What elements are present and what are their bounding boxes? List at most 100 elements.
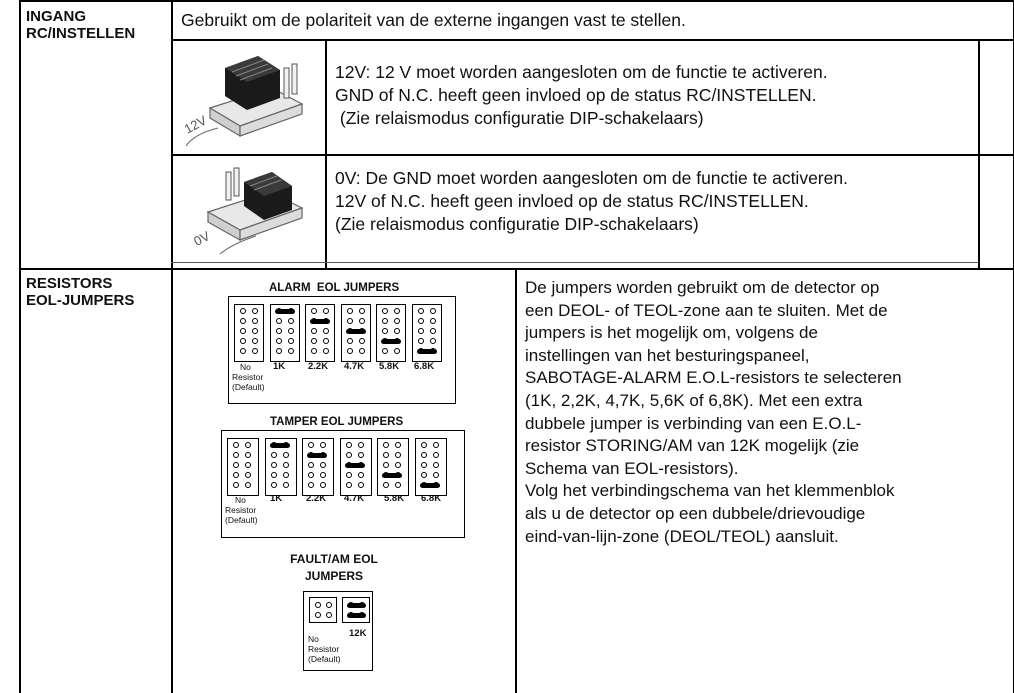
jumper-pin — [382, 308, 388, 314]
jumper-pin — [311, 328, 317, 334]
alarm-label-2-2k: 2.2K — [308, 361, 329, 372]
jumper-pin — [282, 452, 289, 458]
option-12v-line-3: (Zie relaismodus configuratie DIP-schake… — [335, 108, 704, 128]
no-line-1: No — [308, 634, 319, 644]
jumper-pin — [429, 308, 436, 314]
jumper-pin — [432, 442, 439, 448]
alarm-label-4-7k: 4.7K — [344, 361, 365, 372]
jumper-pin — [346, 348, 353, 354]
option-12v-line-1: 12V: 12 V moet worden aangesloten om de … — [335, 62, 828, 82]
jumper-pin — [420, 462, 427, 468]
no-line-2: Resistor — [232, 372, 264, 382]
jumper-shorting-bar — [382, 472, 402, 478]
jumper-pin — [432, 452, 439, 458]
jumper-pin — [432, 472, 439, 478]
no-line-1: No — [240, 362, 251, 372]
jumper-pin — [346, 308, 353, 314]
jumper-shorting-bar — [310, 318, 330, 324]
option-0v-line-1: 0V: De GND moet worden aangesloten om de… — [335, 168, 848, 188]
desc-line: De jumpers worden gebruikt om de detecto… — [525, 278, 880, 297]
jumper-shorting-bar — [345, 328, 366, 334]
desc-line: resistor STORING/AM van 12K mogelijk (zi… — [525, 436, 860, 456]
ingang-intro: Gebruikt om de polariteit van de externe… — [181, 9, 686, 32]
jumper-pin — [383, 462, 389, 468]
desc-line: eind-van-lijn-zone (DEOL/TEOL) aansluit. — [525, 526, 839, 546]
jumper-block — [269, 304, 300, 362]
tamper-label-5-8k: 5.8K — [384, 493, 405, 504]
jumper-pin — [320, 472, 326, 478]
jumper-shorting-bar — [419, 482, 440, 488]
jumper-pin — [395, 482, 401, 488]
jumper-pin — [252, 338, 258, 344]
jumper-pin — [240, 308, 246, 314]
header-line-2: EOL-JUMPERS — [26, 292, 135, 309]
no-line-3: (Default) — [225, 515, 258, 525]
jumper-pin — [394, 348, 400, 354]
resistors-description: De jumpers worden gebruikt om de detecto… — [525, 277, 902, 548]
jumper-block — [309, 597, 337, 623]
jumper-pin — [240, 328, 246, 334]
jumper-pin — [233, 442, 239, 448]
jumper-pin — [345, 472, 352, 478]
alarm-label-5-8k: 5.8K — [379, 361, 400, 372]
fault-eol-title: FAULT/AM EOL JUMPERS — [284, 551, 384, 585]
jumper-pin — [394, 328, 400, 334]
option-0v-line-3: (Zie relaismodus configuratie DIP-schake… — [335, 214, 699, 234]
jumper-block — [342, 597, 370, 623]
option-12v-text: 12V: 12 V moet worden aangesloten om de … — [335, 61, 828, 130]
jumper-pin — [282, 482, 289, 488]
jumper-12v-image: 12V — [180, 46, 320, 151]
jumper-pin — [417, 318, 424, 324]
desc-line: als u de detector op een dubbele/drievou… — [525, 503, 866, 523]
jumper-pin — [358, 308, 365, 314]
jumper-pin — [357, 442, 364, 448]
jumper-pin — [245, 462, 251, 468]
desc-line: (1K, 2,2K, 4,7K, 5,6K of 6,8K). Met een … — [525, 390, 863, 410]
jumper-pin — [420, 442, 427, 448]
jumper-pin — [233, 482, 239, 488]
desc-line: instellingen van het besturingspaneel, — [525, 345, 810, 365]
no-line-2: Resistor — [308, 644, 340, 654]
jumper-pin — [320, 462, 326, 468]
jumper-pin — [320, 482, 326, 488]
eol-jumper-diagram: ALARM EOL JUMPERS No Resistor (Default) … — [172, 270, 515, 693]
jumper-pin — [323, 348, 329, 354]
intro-text: Gebruikt om de polariteit van de externe… — [181, 10, 686, 30]
jumper-shorting-bar — [274, 308, 295, 314]
tamper-no-resistor: No Resistor (Default) — [225, 495, 258, 525]
jumper-pin — [320, 442, 326, 448]
jumper-pin — [245, 452, 251, 458]
jumper-0v-drawing — [206, 167, 304, 255]
jumper-pin — [245, 442, 251, 448]
jumper-pin — [287, 338, 294, 344]
jumper-pin — [233, 472, 239, 478]
jumper-pin — [240, 318, 246, 324]
jumper-block — [377, 438, 409, 496]
jumper-pin — [345, 442, 352, 448]
jumper-pin — [270, 462, 277, 468]
jumper-pin — [382, 328, 388, 334]
alarm-label-1k: 1K — [273, 361, 286, 372]
jumper-pin — [345, 482, 352, 488]
jumper-pin — [270, 472, 277, 478]
jumper-pin — [429, 338, 436, 344]
no-line-3: (Default) — [308, 654, 341, 664]
no-line-1: No — [235, 495, 246, 505]
jumper-pin — [420, 472, 427, 478]
jumper-block — [376, 304, 406, 362]
jumper-pin — [245, 472, 251, 478]
jumper-pin — [382, 348, 388, 354]
jumper-pin — [270, 482, 277, 488]
header-line-1: INGANG — [26, 8, 86, 25]
jumper-pin — [308, 462, 314, 468]
jumper-pin — [315, 612, 321, 618]
jumper-pin — [429, 318, 436, 324]
jumper-pin — [383, 452, 389, 458]
jumper-shorting-bar — [347, 612, 366, 618]
jumper-block — [234, 304, 264, 362]
jumper-block — [227, 438, 259, 496]
jumper-pin — [308, 472, 314, 478]
option-0v-text: 0V: De GND moet worden aangesloten om de… — [335, 167, 848, 236]
jumper-pin — [287, 318, 294, 324]
jumper-pin — [346, 338, 353, 344]
